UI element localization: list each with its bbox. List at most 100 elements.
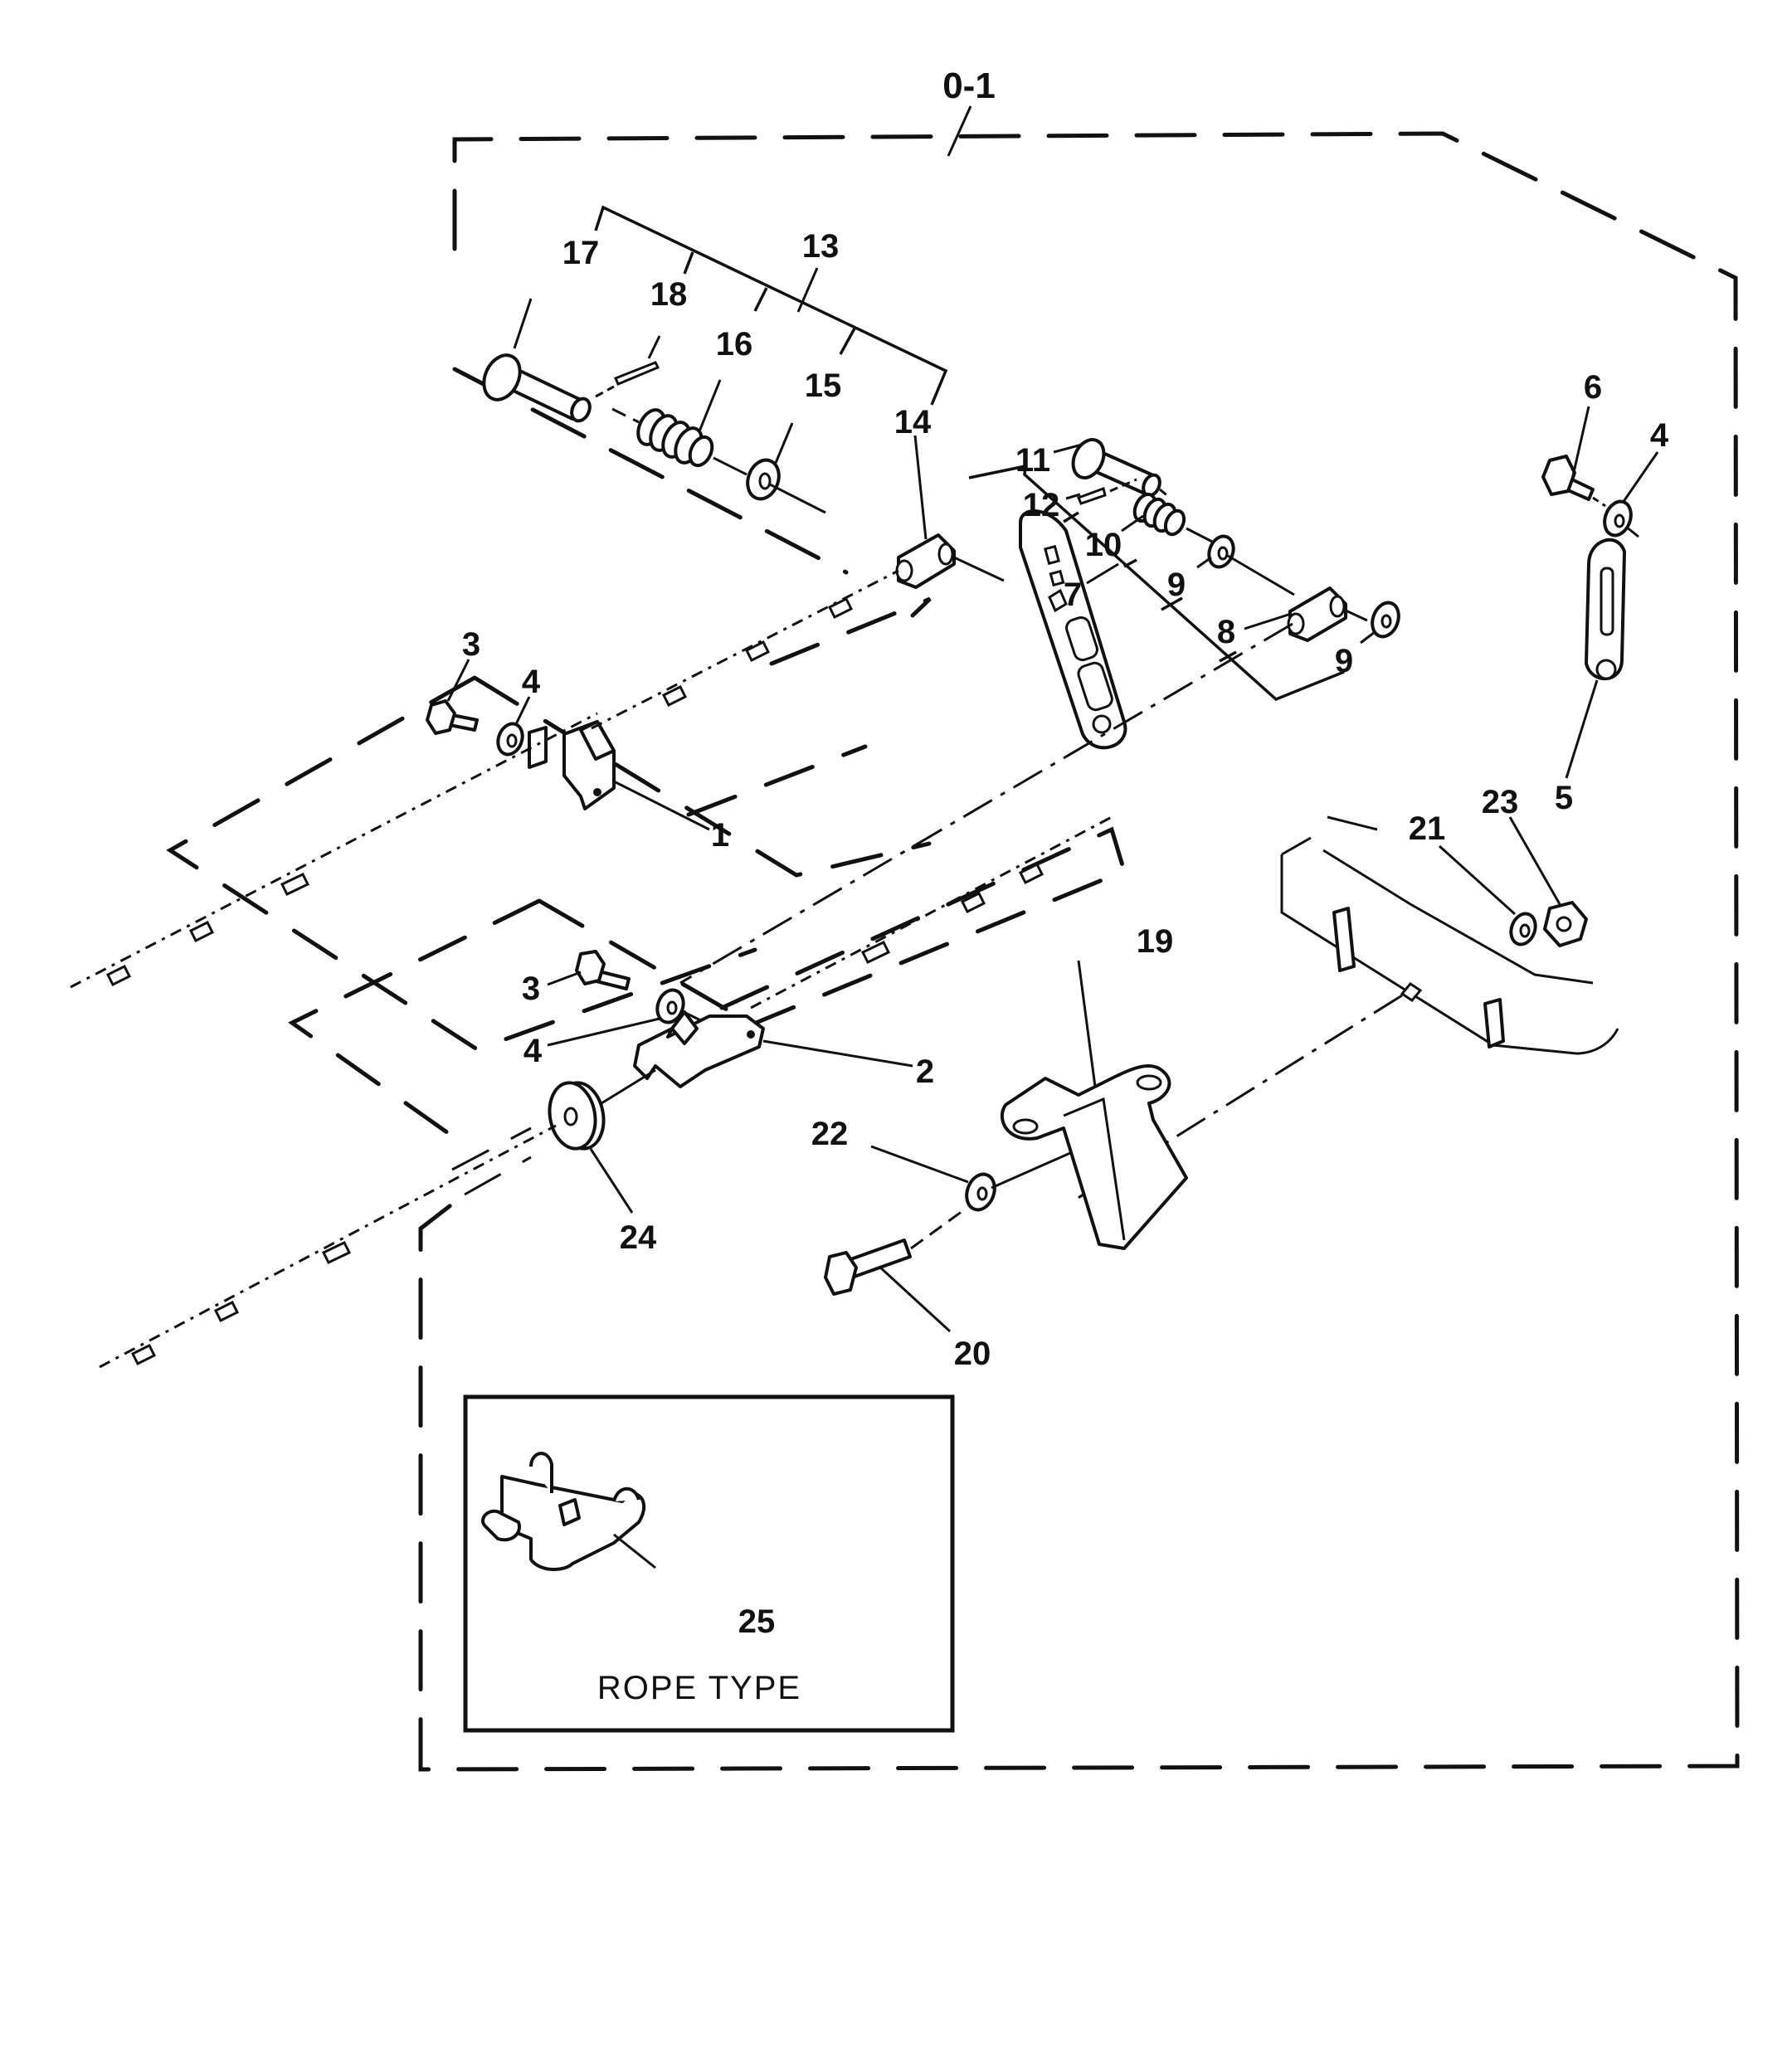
cable-fitting	[661, 684, 688, 708]
cable-bracket-2-icon	[633, 1010, 765, 1088]
callout-5: 5	[1555, 780, 1573, 816]
cotter-pin-18-icon	[614, 361, 660, 386]
callout-6: 6	[1584, 369, 1602, 406]
leader-9b	[1360, 630, 1376, 645]
washer-22-icon	[965, 1172, 996, 1212]
leader-25	[613, 1533, 656, 1569]
mounting-bracket-19-icon	[1000, 1064, 1188, 1250]
axis-16-15	[713, 456, 747, 476]
leader-4c	[547, 1017, 660, 1047]
axis-24	[601, 1068, 656, 1105]
dashed-group-2	[288, 826, 1127, 1147]
centerline-19	[1069, 994, 1403, 1204]
leader-1	[613, 780, 710, 831]
outer-dashed-box	[418, 131, 1740, 1772]
callout-1: 1	[711, 817, 729, 854]
leader-4a	[1621, 451, 1659, 504]
washer-4b-icon	[496, 722, 524, 757]
inset-box	[463, 1394, 955, 1733]
lever-link-5-icon	[1585, 538, 1626, 681]
cable-fitting	[1018, 862, 1045, 885]
callout-11: 11	[1015, 442, 1050, 479]
bracket-tick	[1123, 558, 1137, 568]
dashed-group-1	[166, 596, 932, 1052]
callout-9a: 9	[1167, 567, 1186, 603]
bracket-tick	[1063, 511, 1079, 523]
cable-fitting	[744, 640, 771, 663]
leader-15	[774, 422, 794, 464]
mounting-group	[824, 815, 1619, 1333]
callout-22: 22	[811, 1116, 849, 1152]
axis-10-9	[1186, 527, 1216, 545]
leader-13	[796, 267, 819, 313]
callout-14: 14	[894, 404, 932, 440]
leader-12	[1065, 493, 1081, 500]
rope-type-bracket-25-icon	[481, 1452, 646, 1571]
leader-3b	[547, 971, 582, 986]
washer-9b-icon	[1371, 601, 1400, 639]
axis-6	[1592, 496, 1606, 508]
axis-11-10	[1159, 488, 1171, 499]
callout-25: 25	[738, 1603, 776, 1640]
leader-2	[762, 1039, 913, 1068]
cotter-pin-12-icon	[1076, 487, 1107, 505]
bolt-3a-icon	[426, 699, 479, 735]
leader-20	[878, 1265, 952, 1333]
leader-18-pin	[595, 385, 615, 398]
axis-22	[991, 1151, 1071, 1190]
leader-4b	[514, 696, 531, 725]
callout-19: 19	[1137, 923, 1174, 960]
callout-7: 7	[1064, 577, 1082, 613]
axis-14	[953, 556, 1005, 582]
cable-fitting	[213, 1300, 240, 1323]
leader-21	[1438, 844, 1517, 916]
bolt-3b-icon	[575, 950, 631, 990]
callout-2: 2	[916, 1053, 934, 1090]
leader-10	[1121, 514, 1144, 533]
cable-lower-b	[750, 815, 1113, 1010]
leader-11	[1053, 443, 1083, 454]
bracket-tick	[1219, 650, 1237, 663]
callout-3b: 3	[522, 971, 540, 1007]
lever-assembly-7	[968, 438, 1400, 702]
callout-20: 20	[954, 1336, 991, 1372]
bracket-2-group	[99, 815, 1127, 1369]
bracket-7	[968, 464, 1345, 702]
inset-caption: ROPE TYPE	[597, 1670, 801, 1706]
callout-labels: 17 18 13 16 15 14 11 12 10 9 7 8 9 6 4 5…	[462, 228, 1669, 1640]
callout-15: 15	[805, 367, 842, 404]
assembly-label: 0-1	[942, 66, 996, 106]
spring-10-icon	[1132, 492, 1186, 537]
leader-7	[1086, 562, 1119, 585]
lever-arm-icon	[1019, 509, 1127, 750]
centerline-8	[679, 622, 1293, 985]
pin-17-icon	[482, 353, 592, 423]
leader-23	[1508, 816, 1561, 905]
callout-17: 17	[562, 235, 600, 271]
leader-5	[1565, 679, 1599, 779]
cable-end-14-icon	[895, 533, 956, 589]
frame-rail-icon	[1280, 815, 1619, 1055]
axis-12	[1109, 478, 1137, 493]
axis-8	[1343, 608, 1368, 622]
nut-23-icon	[1543, 901, 1588, 947]
callout-23: 23	[1482, 784, 1519, 820]
callout-8: 8	[1217, 614, 1235, 650]
callout-10: 10	[1085, 527, 1122, 563]
callout-12: 12	[1023, 487, 1060, 523]
bolt-6-icon	[1541, 455, 1595, 501]
bracket-tick	[683, 251, 694, 275]
washer-15-icon	[746, 458, 781, 501]
callout-4b: 4	[522, 664, 541, 700]
pin-assembly-13	[482, 205, 948, 514]
spring-16-icon	[636, 408, 714, 468]
dash-lower-a	[464, 1156, 532, 1196]
bracket-tick	[1161, 596, 1183, 611]
leader-22	[870, 1145, 969, 1184]
axis-20	[910, 1209, 963, 1250]
leader-14	[913, 435, 928, 540]
leader-9a	[1196, 556, 1212, 569]
cable-fitting	[280, 873, 310, 896]
callout-24: 24	[620, 1219, 657, 1256]
leader-17	[513, 298, 533, 349]
